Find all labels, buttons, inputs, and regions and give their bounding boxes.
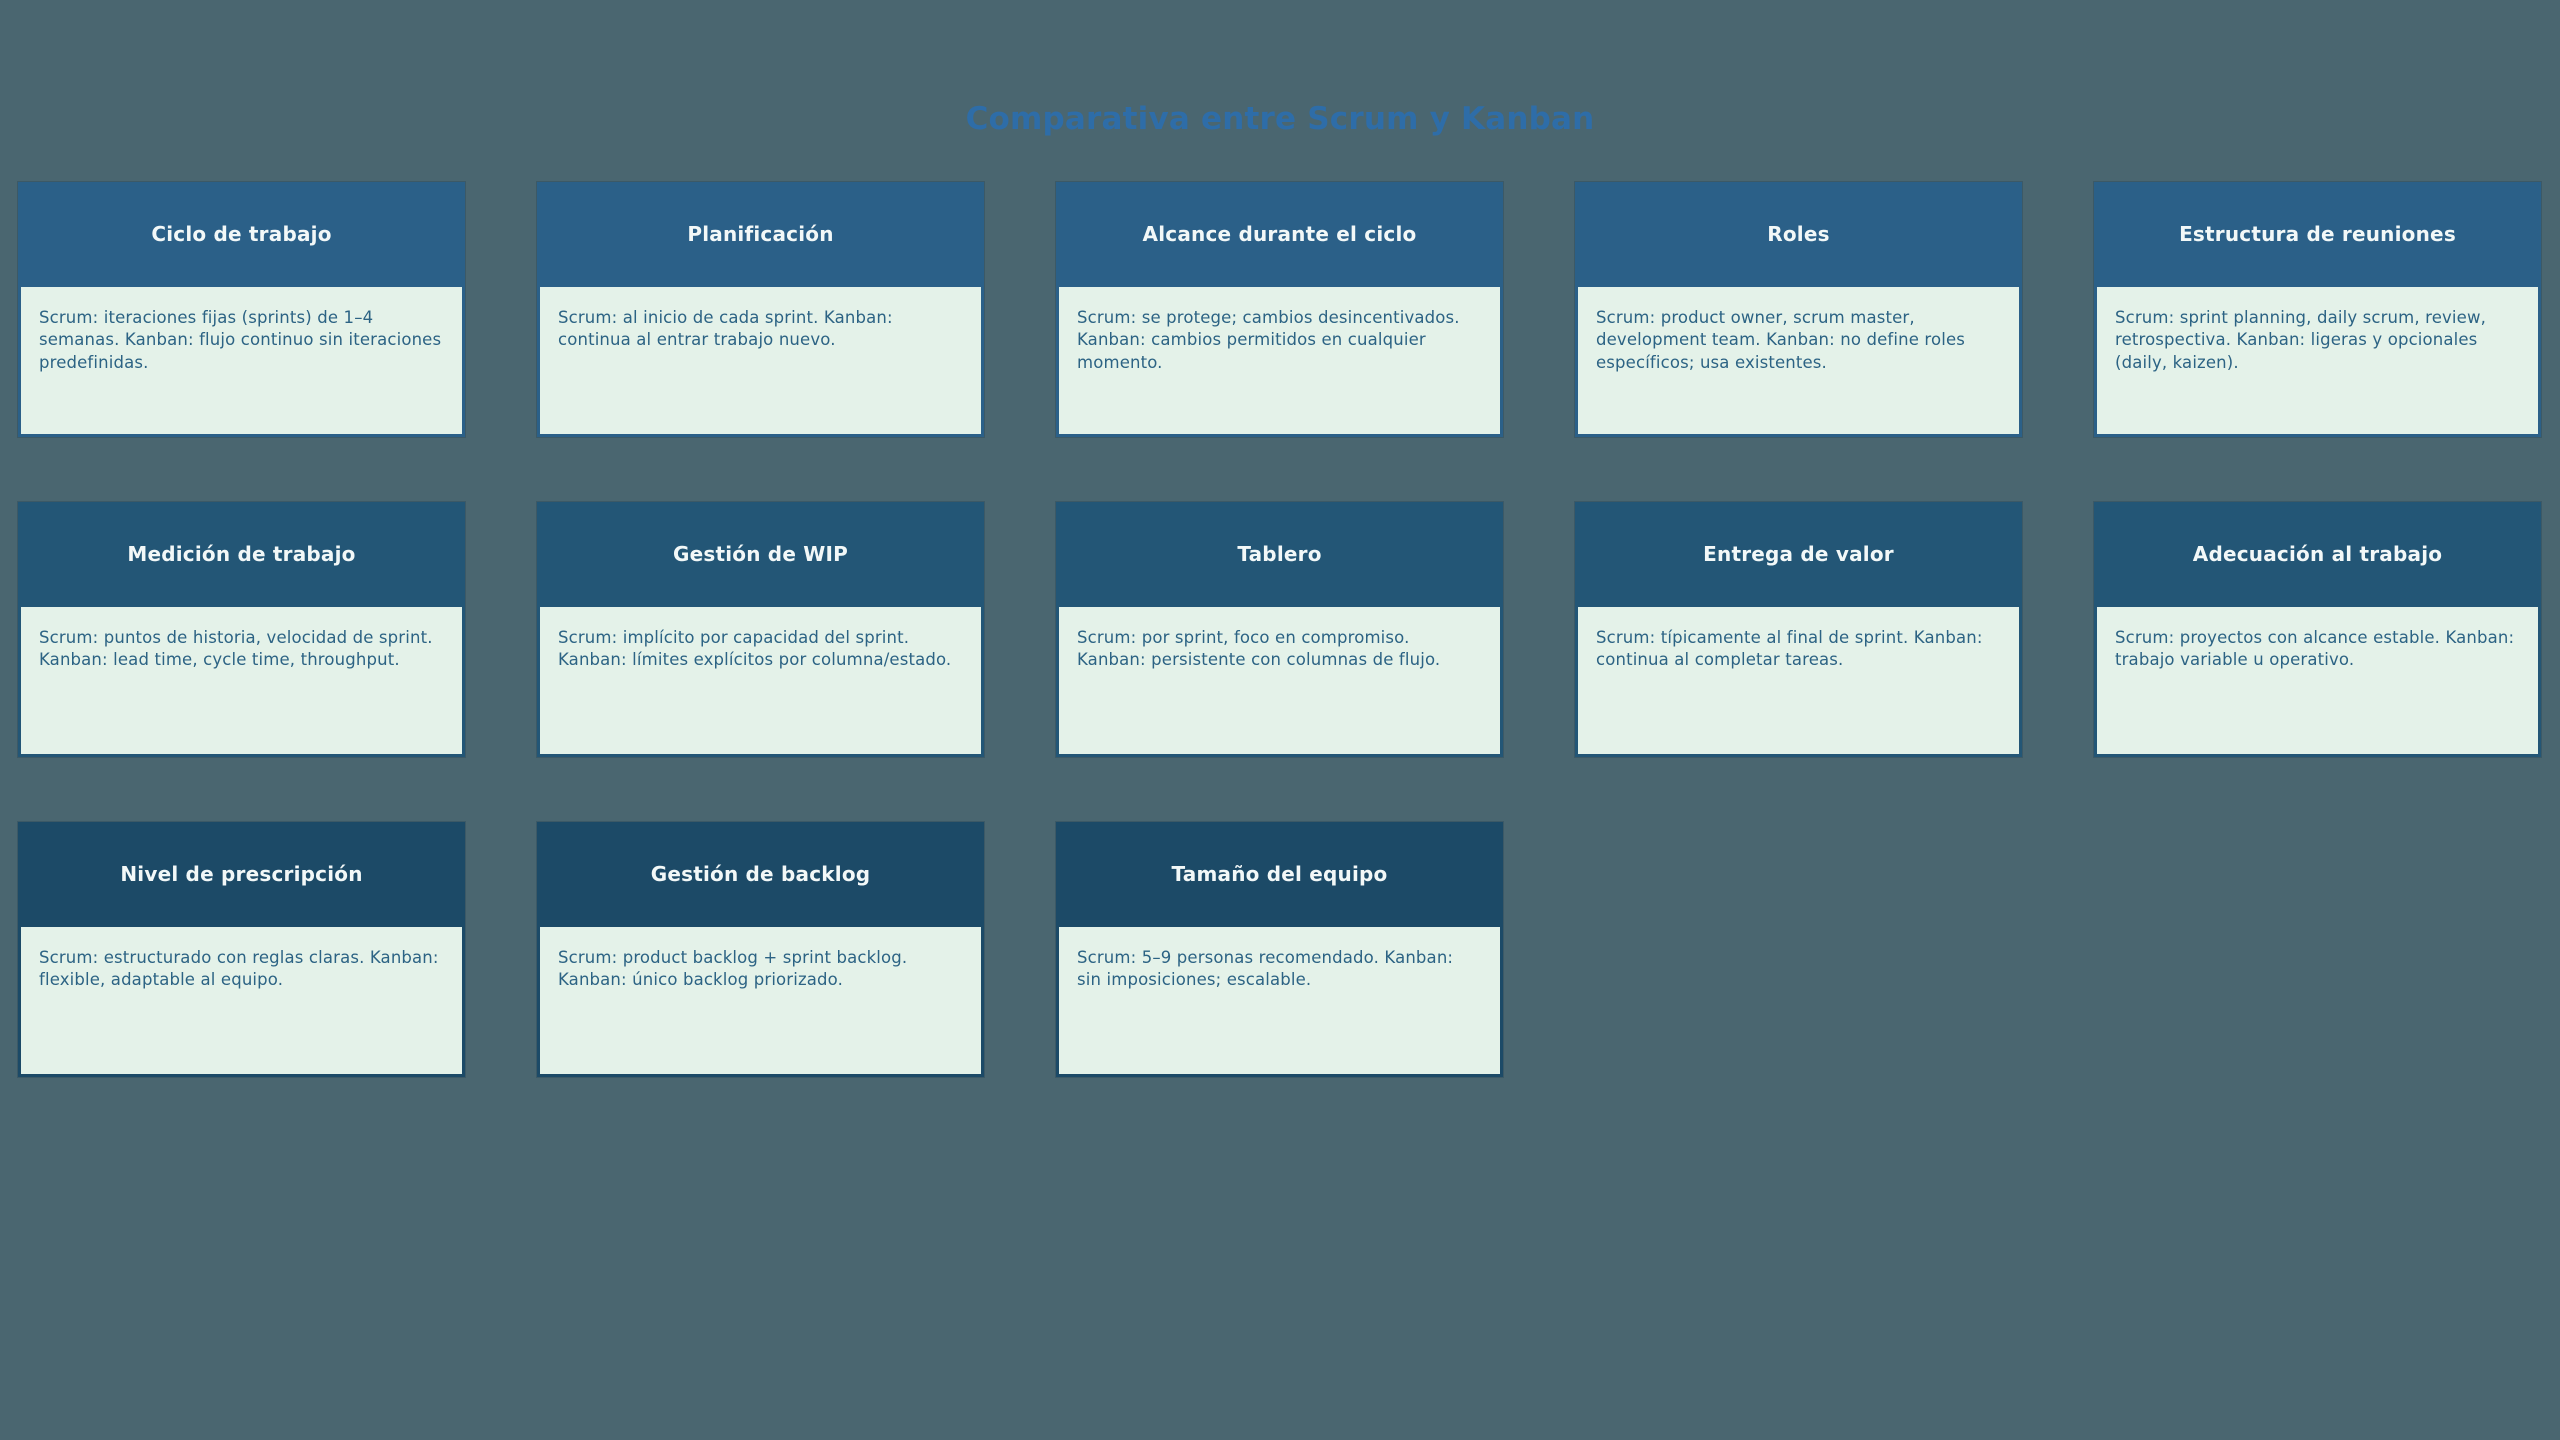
card-title: Gestión de WIP <box>537 502 984 607</box>
comparison-card[interactable]: Tablero Scrum: por sprint, foco en compr… <box>1056 502 1503 757</box>
comparison-card[interactable]: Gestión de backlog Scrum: product backlo… <box>537 822 984 1077</box>
card-body-text: Scrum: proyectos con alcance estable. Ka… <box>2094 607 2541 757</box>
card-body-text: Scrum: puntos de historia, velocidad de … <box>18 607 465 757</box>
card-title: Gestión de backlog <box>537 822 984 927</box>
card-body-text: Scrum: 5–9 personas recomendado. Kanban:… <box>1056 927 1503 1077</box>
card-grid: Ciclo de trabajo Scrum: iteraciones fija… <box>18 182 2542 1077</box>
comparison-card[interactable]: Adecuación al trabajo Scrum: proyectos c… <box>2094 502 2541 757</box>
card-body-text: Scrum: al inicio de cada sprint. Kanban:… <box>537 287 984 437</box>
comparison-card[interactable]: Estructura de reuniones Scrum: sprint pl… <box>2094 182 2541 437</box>
card-title: Entrega de valor <box>1575 502 2022 607</box>
comparison-card[interactable]: Alcance durante el ciclo Scrum: se prote… <box>1056 182 1503 437</box>
card-body-text: Scrum: implícito por capacidad del sprin… <box>537 607 984 757</box>
card-title: Medición de trabajo <box>18 502 465 607</box>
card-title: Planificación <box>537 182 984 287</box>
card-body-text: Scrum: sprint planning, daily scrum, rev… <box>2094 287 2541 437</box>
card-title: Nivel de prescripción <box>18 822 465 927</box>
comparison-card[interactable]: Tamaño del equipo Scrum: 5–9 personas re… <box>1056 822 1503 1077</box>
comparison-card[interactable]: Nivel de prescripción Scrum: estructurad… <box>18 822 465 1077</box>
card-title: Roles <box>1575 182 2022 287</box>
page-title: Comparativa entre Scrum y Kanban <box>965 101 1595 137</box>
card-body-text: Scrum: se protege; cambios desincentivad… <box>1056 287 1503 437</box>
card-body-text: Scrum: product backlog + sprint backlog.… <box>537 927 984 1077</box>
card-title: Alcance durante el ciclo <box>1056 182 1503 287</box>
card-body-text: Scrum: por sprint, foco en compromiso. K… <box>1056 607 1503 757</box>
comparison-card[interactable]: Entrega de valor Scrum: típicamente al f… <box>1575 502 2022 757</box>
card-body-text: Scrum: product owner, scrum master, deve… <box>1575 287 2022 437</box>
card-title: Adecuación al trabajo <box>2094 502 2541 607</box>
card-body-text: Scrum: estructurado con reglas claras. K… <box>18 927 465 1077</box>
card-body-text: Scrum: iteraciones fijas (sprints) de 1–… <box>18 287 465 437</box>
comparison-card[interactable]: Medición de trabajo Scrum: puntos de his… <box>18 502 465 757</box>
card-title: Tablero <box>1056 502 1503 607</box>
comparison-card[interactable]: Gestión de WIP Scrum: implícito por capa… <box>537 502 984 757</box>
card-title: Tamaño del equipo <box>1056 822 1503 927</box>
comparison-card[interactable]: Roles Scrum: product owner, scrum master… <box>1575 182 2022 437</box>
card-body-text: Scrum: típicamente al final de sprint. K… <box>1575 607 2022 757</box>
card-title: Ciclo de trabajo <box>18 182 465 287</box>
comparison-card[interactable]: Planificación Scrum: al inicio de cada s… <box>537 182 984 437</box>
card-title: Estructura de reuniones <box>2094 182 2541 287</box>
comparison-card[interactable]: Ciclo de trabajo Scrum: iteraciones fija… <box>18 182 465 437</box>
